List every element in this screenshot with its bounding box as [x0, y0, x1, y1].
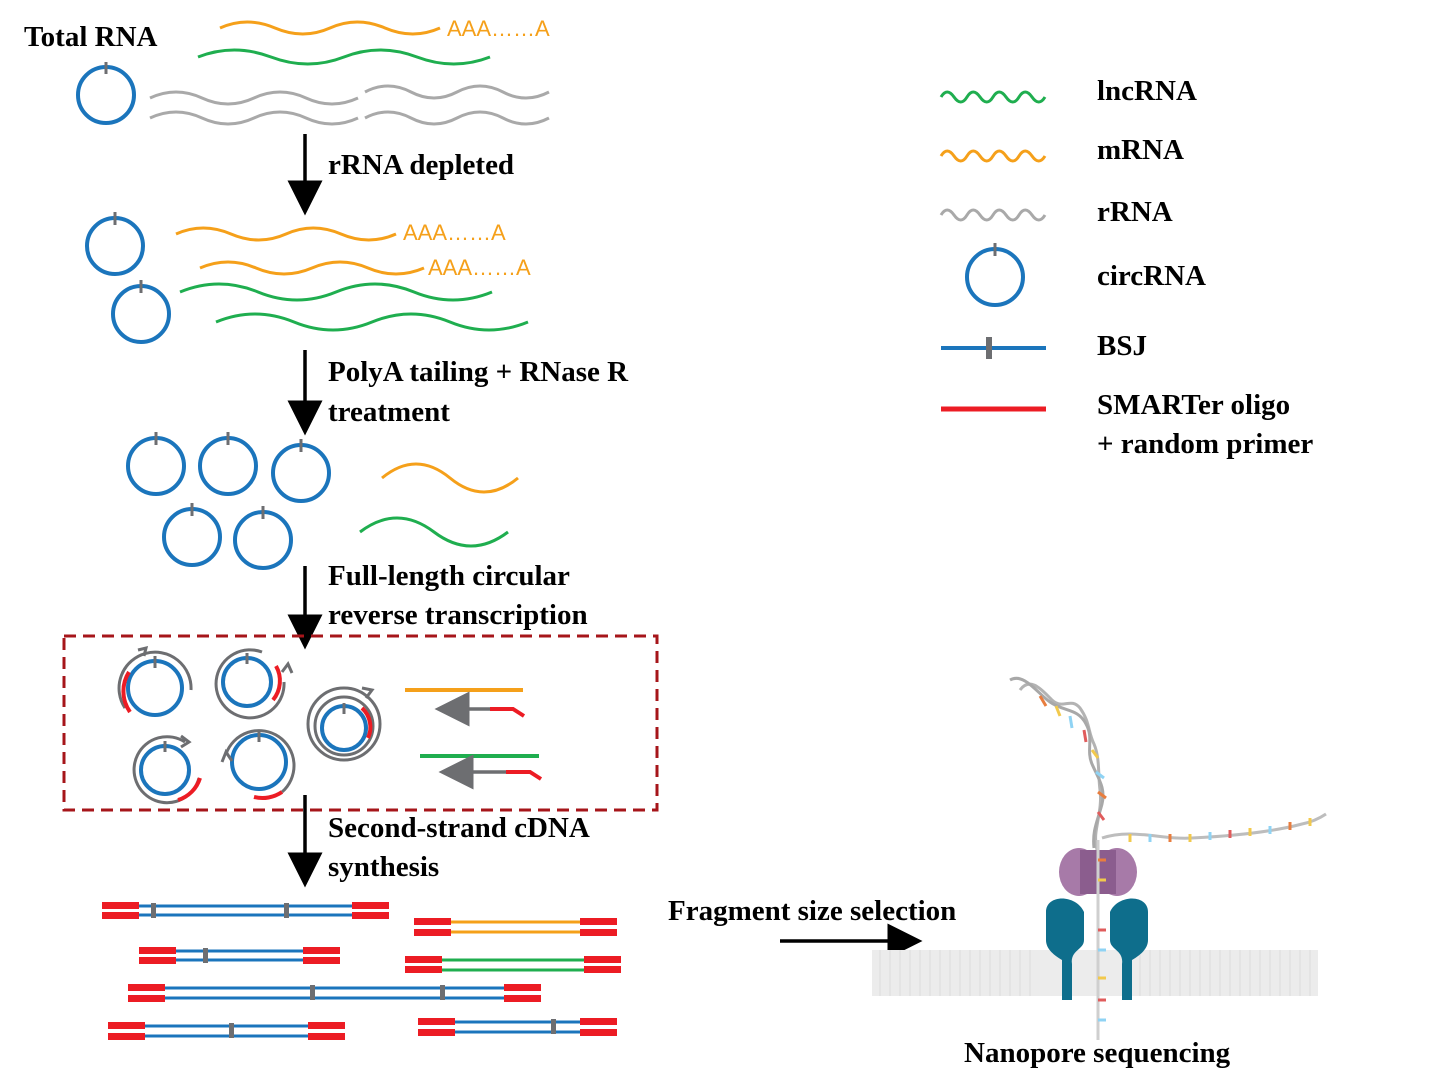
primer — [253, 790, 284, 800]
circrna — [126, 659, 184, 717]
nanopore-illustration — [872, 676, 1327, 1040]
mrna-strand — [381, 462, 519, 494]
dna-single-strand — [1101, 812, 1327, 840]
legend: lncRNA mRNA rRNA circRNA BSJ SMARTer oli… — [939, 75, 1313, 460]
second-strand-label: Second-strand cDNA — [328, 812, 590, 844]
circrna — [85, 216, 145, 276]
total-rna-label: Total RNA — [24, 21, 158, 53]
membrane — [872, 950, 1318, 996]
circrna — [126, 436, 186, 496]
cdna-fragment — [102, 902, 389, 919]
primer — [506, 770, 543, 781]
primer — [490, 707, 526, 718]
mrna-strand — [219, 20, 441, 36]
polya-tail-label: AAA……A — [447, 16, 550, 41]
cdna-fragment — [108, 1022, 345, 1040]
base-pairs — [1038, 695, 1107, 821]
circrna — [139, 744, 191, 796]
polya-tail-label: AAA……A — [428, 255, 531, 280]
lncrna-strand — [359, 516, 509, 548]
nanopore-protein — [1046, 898, 1084, 1000]
cdna-fragment — [139, 947, 340, 964]
nanopore-sequencing-label: Nanopore sequencing — [964, 1037, 1231, 1069]
circrna — [76, 65, 136, 125]
ds-cdna-fragments — [102, 902, 621, 1040]
lncrna-strand — [179, 282, 493, 302]
lncrna-legend-swatch — [939, 90, 1047, 104]
full-length-rt-label-2: reverse transcription — [328, 599, 588, 631]
full-length-rt-label: Full-length circular — [328, 560, 570, 592]
legend-smarter-2: + random primer — [1097, 428, 1313, 460]
rt-molecules — [117, 645, 543, 805]
circrna — [271, 443, 331, 503]
circrna — [198, 436, 258, 496]
mrna-strand — [199, 260, 425, 276]
polya-tail-label: AAA……A — [403, 220, 506, 245]
cdna-fragment — [418, 1018, 617, 1036]
cdna-strand — [313, 695, 375, 757]
circrna — [233, 510, 293, 570]
cdna-strand — [306, 686, 382, 762]
cdna-fragment — [128, 984, 541, 1002]
circrna-legend-swatch — [965, 247, 1025, 307]
rnase-r-molecules — [126, 432, 519, 570]
cdna-strand — [224, 729, 296, 794]
legend-smarter: SMARTer oligo — [1097, 389, 1290, 421]
circrna — [230, 733, 288, 791]
rrna-depleted-label: rRNA depleted — [328, 149, 514, 181]
total-rna-molecules: AAA……A — [76, 16, 550, 126]
dna-strand — [1018, 682, 1102, 871]
rrna-depleted-molecules: AAA……A AAA……A — [85, 212, 531, 344]
circrna — [162, 507, 222, 567]
primer — [271, 665, 282, 702]
rrna-strand — [364, 110, 550, 126]
cdna-strand — [214, 648, 286, 720]
mrna-strand — [175, 226, 397, 242]
cdna-fragment — [405, 956, 621, 973]
dna-strand — [1009, 676, 1105, 849]
mrna-legend-swatch — [939, 149, 1047, 163]
legend-lncrna: lncRNA — [1097, 75, 1197, 107]
primer — [121, 670, 132, 714]
lncrna-strand — [197, 48, 491, 66]
rrna-strand — [149, 90, 359, 106]
primer — [177, 777, 202, 802]
circrna — [221, 656, 273, 708]
legend-circrna: circRNA — [1097, 260, 1206, 292]
membrane-lipids — [879, 950, 1311, 996]
legend-mrna: mRNA — [1097, 134, 1184, 166]
lncrna-strand — [215, 312, 529, 332]
reverse-transcription-box — [62, 634, 659, 812]
primer — [360, 706, 373, 739]
circrna — [111, 284, 171, 344]
fragment-size-label: Fragment size selection — [668, 895, 956, 927]
rrna-strand — [149, 110, 359, 126]
second-strand-label-2: synthesis — [328, 851, 439, 883]
rrna-strand — [364, 84, 550, 100]
pore-bases — [1098, 858, 1106, 1022]
polya-tailing-label-2: treatment — [328, 396, 450, 428]
polya-tailing-label: PolyA tailing + RNase R — [328, 356, 629, 388]
nanopore-protein — [1110, 898, 1148, 1000]
legend-rrna: rRNA — [1097, 196, 1173, 228]
legend-bsj: BSJ — [1097, 330, 1147, 362]
trailing-bases — [1128, 818, 1312, 842]
rrna-legend-swatch — [939, 208, 1047, 222]
cdna-fragment — [414, 918, 617, 936]
